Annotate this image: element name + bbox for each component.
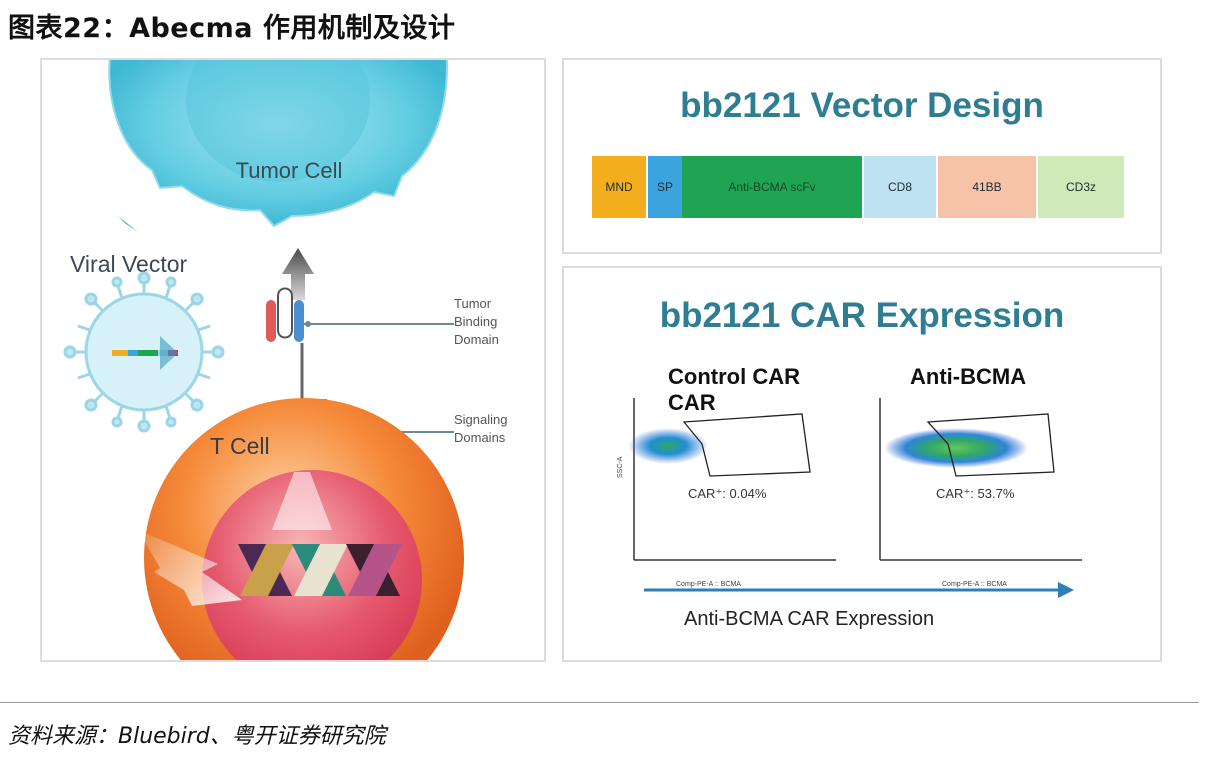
- t-cell: T Cell: [138, 398, 464, 660]
- control-car-label: Control CAR CAR: [668, 364, 800, 416]
- segment-anti-bcma-scfv: Anti-BCMA scFv: [682, 156, 862, 218]
- signaling-label-1: Signaling: [454, 412, 508, 427]
- control-car-percent: CAR⁺: 0.04%: [688, 486, 767, 501]
- viral-vector: Viral Vector: [63, 216, 225, 433]
- control-flow-plot: CAR⁺: 0.04% Comp-PE-A :: BCMA SSC-A: [617, 398, 836, 588]
- axis-caption: Anti-BCMA CAR Expression: [684, 608, 935, 630]
- mechanism-panel: Tumor Cell Tumor Binding Domain Signalin…: [40, 58, 546, 662]
- viral-vector-label: Viral Vector: [70, 251, 188, 277]
- segment-sp: SP: [648, 156, 682, 218]
- anti-bcma-flow-plot: CAR⁺: 53.7% Comp-PE-A :: BCMA: [879, 398, 1082, 588]
- car-expression-panel: bb2121 CAR Expression Control CAR CAR An…: [562, 266, 1162, 662]
- signaling-label-2: Domains: [454, 430, 506, 445]
- segment-cd8: CD8: [864, 156, 936, 218]
- mechanism-illustration: Tumor Cell Tumor Binding Domain Signalin…: [63, 60, 508, 660]
- figure-title: 图表22：Abecma 作用机制及设计: [8, 13, 456, 44]
- expression-beam: [272, 472, 332, 530]
- source-divider: [0, 702, 1199, 703]
- up-arrow-icon: [282, 248, 314, 300]
- expression-arrow-icon: [644, 582, 1074, 598]
- control-y-axis-label: SSC-A: [617, 456, 624, 478]
- tumor-binding-label-3: Domain: [454, 332, 499, 347]
- segment-mnd: MND: [592, 156, 646, 218]
- control-car-label-line2: CAR: [668, 390, 716, 415]
- anti-bcma-x-axis-label: Comp-PE-A :: BCMA: [942, 581, 1007, 588]
- anti-bcma-car-percent: CAR⁺: 53.7%: [936, 486, 1015, 501]
- tumor-binding-label-1: Tumor: [454, 296, 492, 311]
- segment-cd3z: CD3z: [1038, 156, 1124, 218]
- segment-41bb: 41BB: [938, 156, 1036, 218]
- control-x-axis-label: Comp-PE-A :: BCMA: [676, 581, 741, 588]
- t-cell-label: T Cell: [210, 433, 270, 459]
- tumor-cell: Tumor Cell: [108, 60, 448, 228]
- anti-bcma-label: Anti-BCMA: [910, 364, 1027, 389]
- vector-design-title: bb2121 Vector Design: [680, 86, 1044, 125]
- flow-cytometry-plots: CAR⁺: 0.04% Comp-PE-A :: BCMA SSC-A CAR⁺…: [617, 398, 1082, 598]
- car-expression-title: bb2121 CAR Expression: [659, 296, 1065, 335]
- vector-design-panel: bb2121 Vector Design MND SP Anti-BCMA sc…: [562, 58, 1162, 254]
- control-car-label-line1: Control CAR: [668, 364, 800, 389]
- tumor-cell-label: Tumor Cell: [236, 158, 343, 183]
- insertion-arrow-icon: [138, 530, 242, 606]
- tumor-binding-label-2: Binding: [454, 314, 497, 329]
- source-note: 资料来源：Bluebird、粤开证券研究院: [8, 724, 386, 749]
- dna-helix-icon: [238, 544, 402, 596]
